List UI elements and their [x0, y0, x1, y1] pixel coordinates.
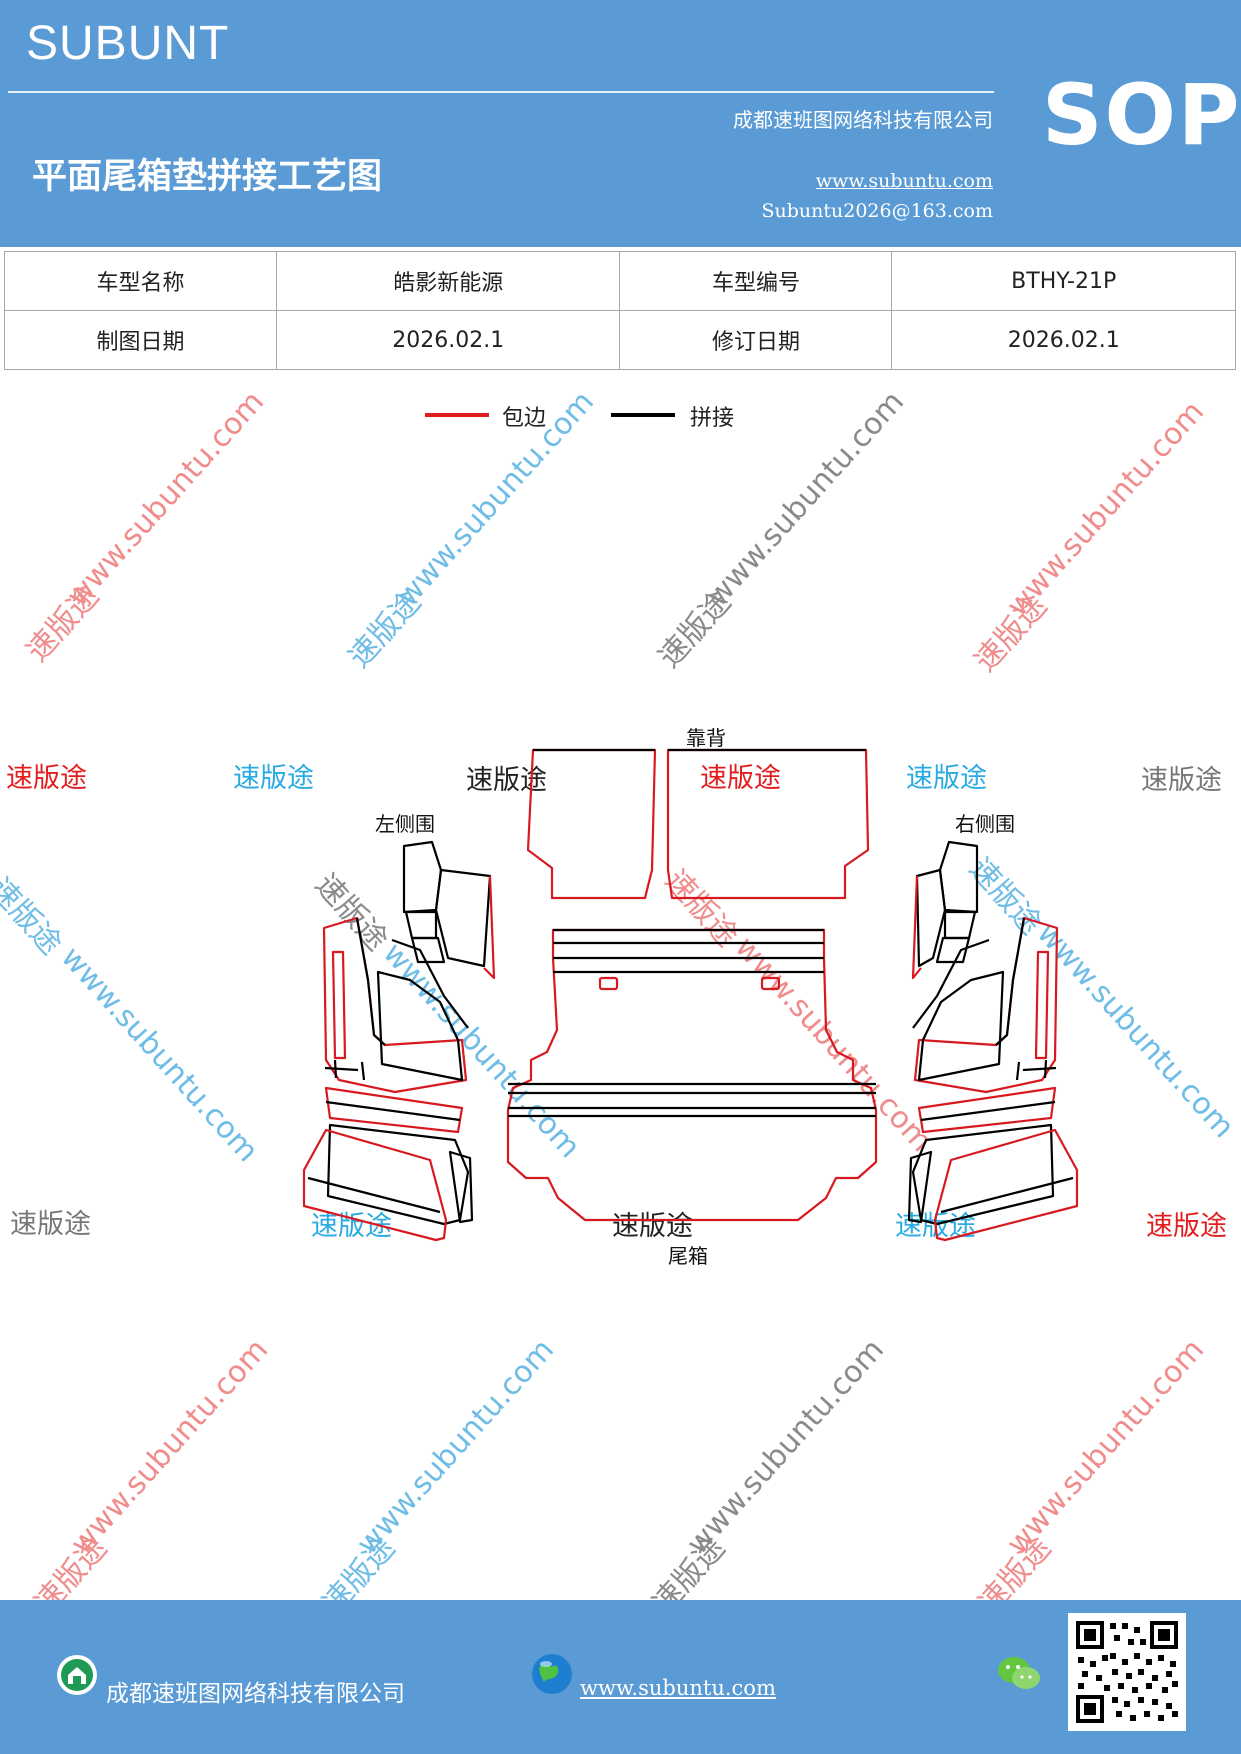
model-name-label: 车型名称: [4, 251, 277, 311]
table-row: 车型名称 皓影新能源 车型编号 BTHY-21P: [4, 251, 1236, 311]
revise-date-label: 修订日期: [619, 310, 893, 370]
left-side-label: 左侧围: [375, 812, 435, 836]
header-banner: [0, 0, 1241, 247]
header-divider: [8, 91, 994, 93]
header-website-link[interactable]: www.subuntu.com: [815, 170, 993, 192]
vehicle-info-table: 车型名称 皓影新能源 车型编号 BTHY-21P 制图日期 2026.02.1 …: [4, 251, 1236, 370]
watermark: 速版途: [700, 763, 781, 794]
right-lower-strip-1: [917, 1086, 1057, 1134]
watermark: www.subuntu.com: [350, 1332, 562, 1562]
footer-website-link[interactable]: www.subuntu.com: [580, 1676, 776, 1700]
brand-name: SUBUNT: [26, 17, 230, 70]
watermark: www.subuntu.com: [64, 1332, 276, 1562]
trunk-label: 尾箱: [668, 1244, 708, 1268]
legend-seam-label: 拼接: [690, 406, 735, 431]
watermark: 速版途: [6, 763, 87, 794]
model-name-value: 皓影新能源: [275, 251, 621, 311]
legend-hem-label: 包边: [502, 406, 547, 431]
header-company: 成都速班图网络科技有限公司: [733, 108, 993, 132]
watermark: 速版途: [311, 1211, 392, 1242]
watermark: 速版途: [906, 763, 987, 794]
mat-pattern-diagram: [302, 748, 1079, 1242]
watermark: www.subuntu.com: [1000, 1332, 1212, 1562]
backrest-right-panel: [666, 748, 870, 900]
watermark: 速版途: [612, 1211, 693, 1242]
watermark: www.subuntu.com: [1000, 394, 1212, 624]
backrest-left-panel: [526, 748, 657, 900]
left-lower-strip-2: [326, 1123, 470, 1226]
draw-date-label: 制图日期: [4, 310, 277, 370]
document-title: 平面尾箱垫拼接工艺图: [32, 157, 383, 197]
model-code-label: 车型编号: [619, 251, 893, 311]
legend-hem-swatch: [425, 413, 489, 417]
watermark: 速版途: [10, 1209, 91, 1240]
model-code-value: BTHY-21P: [891, 251, 1236, 311]
globe-icon: [532, 1654, 572, 1694]
footer-company: 成都速班图网络科技有限公司: [106, 1681, 405, 1707]
watermark: 速版途: [1146, 1211, 1227, 1242]
right-side-label: 右侧围: [955, 812, 1015, 836]
right-lower-strip-2: [911, 1123, 1055, 1226]
watermark: 速版途: [233, 763, 314, 794]
watermark: 速版途: [1141, 765, 1222, 796]
legend-seam-swatch: [611, 413, 675, 417]
watermark: 速版途: [466, 765, 547, 796]
left-lower-strip-1: [324, 1086, 464, 1134]
watermark: www.subuntu.com: [680, 1332, 892, 1562]
draw-date-value: 2026.02.1: [275, 310, 621, 370]
qr-code: [1068, 1613, 1186, 1731]
watermark: www.subuntu.com: [390, 384, 602, 614]
backrest-label: 靠背: [686, 726, 726, 750]
trunk-panel: [506, 928, 878, 1222]
company-icon: [57, 1655, 97, 1695]
header-email: Subuntu2026@163.com: [761, 200, 993, 222]
table-row: 制图日期 2026.02.1 修订日期 2026.02.1: [4, 310, 1236, 370]
sop-badge: SOP: [1042, 66, 1241, 164]
wechat-icon: [998, 1657, 1040, 1689]
revise-date-value: 2026.02.1: [891, 310, 1236, 370]
watermark: www.subuntu.com: [60, 384, 272, 614]
